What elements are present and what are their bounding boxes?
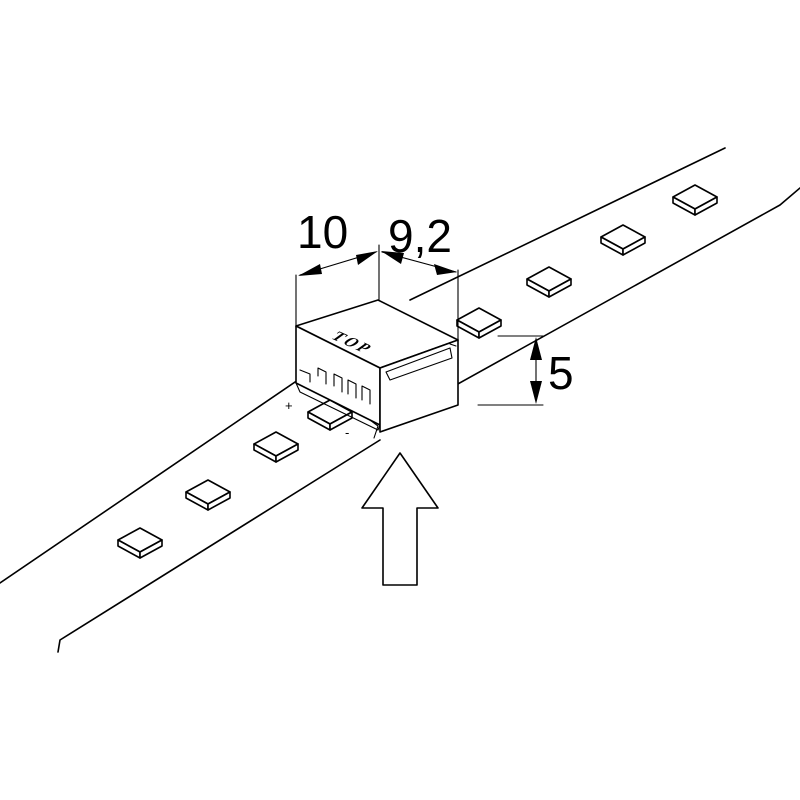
led-chip (456, 307, 502, 339)
width-dimension: 10 9,2 (295, 206, 459, 341)
strip-edge-left-near (57, 439, 381, 653)
height-dimension: 5 (477, 335, 574, 406)
minus-mark: - (345, 425, 349, 440)
strip-edge-left-far (0, 379, 299, 584)
led-chip (672, 184, 718, 216)
dimension-label-9-2: 9,2 (388, 210, 452, 262)
arrow-up-icon (361, 452, 439, 586)
dimension-label-5: 5 (548, 347, 574, 399)
connector-slots (299, 367, 371, 405)
led-chip (600, 224, 646, 256)
strip-edge-right-far (409, 147, 726, 301)
plus-mark: + (285, 398, 293, 413)
led-chip (117, 527, 163, 559)
led-chip (185, 479, 231, 511)
connector-block: TOP + - (285, 299, 459, 440)
strip-edge-right-near (455, 187, 800, 386)
led-strip (0, 147, 800, 653)
dimension-label-10: 10 (297, 206, 348, 258)
led-chip (526, 266, 572, 298)
led-chip (253, 431, 299, 463)
